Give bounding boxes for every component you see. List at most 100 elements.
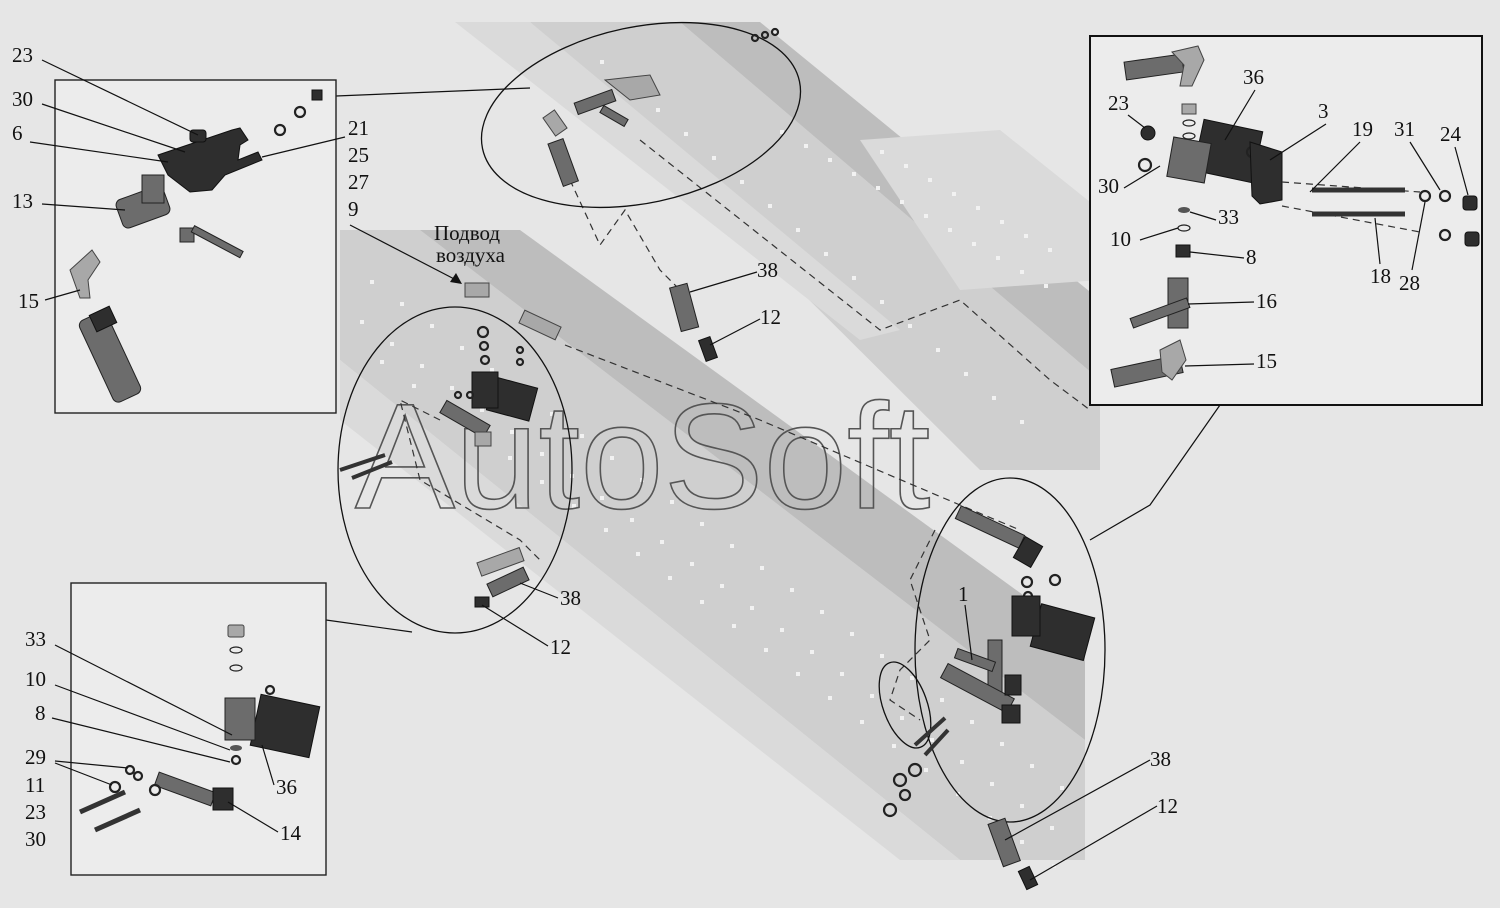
callout-12-top: 12 xyxy=(760,305,781,329)
tr-label-36: 36 xyxy=(1243,65,1264,89)
rail-hole xyxy=(764,648,768,652)
panel-link-top-left xyxy=(335,87,531,97)
parts-middle xyxy=(339,282,719,608)
tr-label-31: 31 xyxy=(1394,117,1415,141)
rail-hole xyxy=(908,324,912,328)
tl-label-6: 6 xyxy=(12,121,23,145)
rail-hole xyxy=(970,720,974,724)
rail-hole xyxy=(928,178,932,182)
bl-label-23: 23 xyxy=(25,800,46,824)
tr-label-30: 30 xyxy=(1098,174,1119,198)
tr-label-33: 33 xyxy=(1218,205,1239,229)
air-supply-arrowhead xyxy=(450,273,462,284)
air-supply-arrow xyxy=(349,224,461,283)
rail-hole xyxy=(972,242,976,246)
rail-hole xyxy=(660,540,664,544)
rail-hole xyxy=(700,522,704,526)
rail-hole xyxy=(540,480,544,484)
tl-label-30: 30 xyxy=(12,87,33,111)
rail-hole xyxy=(600,496,604,500)
rail-hole xyxy=(380,360,384,364)
rail-hole xyxy=(572,504,576,508)
tl-label-27: 27 xyxy=(348,170,369,194)
tl-label-13: 13 xyxy=(12,189,33,213)
bl-label-36: 36 xyxy=(276,775,297,799)
main-callouts: 38 12 38 12 1 38 12 xyxy=(481,258,1178,881)
rail-hole xyxy=(964,372,968,376)
tl-label-21: 21 xyxy=(348,116,369,140)
rail-hole xyxy=(796,672,800,676)
rail-hole xyxy=(992,396,996,400)
rail-hole xyxy=(1000,220,1004,224)
tr-label-3: 3 xyxy=(1318,99,1329,123)
tr-label-18: 18 xyxy=(1370,264,1391,288)
rail-hole xyxy=(480,408,484,412)
panel-bottom-left: 33 10 8 29 11 23 30 36 14 xyxy=(25,582,327,876)
tl-label-25: 25 xyxy=(348,143,369,167)
detail-ellipse-right xyxy=(914,477,1106,823)
rail-hole xyxy=(1020,270,1024,274)
rail-hole xyxy=(600,60,604,64)
rail-hole xyxy=(1020,840,1024,844)
rail-hole xyxy=(610,456,614,460)
tl-label-23: 23 xyxy=(12,43,33,67)
parts-top-ellipse xyxy=(542,27,780,187)
rail-hole xyxy=(780,628,784,632)
rail-hole xyxy=(636,552,640,556)
rail-hole xyxy=(952,192,956,196)
bl-label-29: 29 xyxy=(25,745,46,769)
callout-12-left: 12 xyxy=(550,635,571,659)
callout-12-right: 12 xyxy=(1157,794,1178,818)
rail-hole xyxy=(390,342,394,346)
tr-label-23: 23 xyxy=(1108,91,1129,115)
panel-link-top-right xyxy=(1089,404,1221,541)
rail-hole xyxy=(790,588,794,592)
rail-hole xyxy=(768,204,772,208)
rail-hole xyxy=(1030,764,1034,768)
rail-hole xyxy=(760,566,764,570)
callout-38-right: 38 xyxy=(1150,747,1171,771)
rail-hole xyxy=(924,214,928,218)
panel-link-bottom-left xyxy=(325,619,413,633)
rail-hole xyxy=(712,156,716,160)
parts-right-ellipse xyxy=(882,505,1096,891)
rail-hole xyxy=(700,600,704,604)
rail-hole xyxy=(996,256,1000,260)
rail-hole xyxy=(400,302,404,306)
rail-hole xyxy=(630,518,634,522)
air-supply-label-line1: Подвод xyxy=(434,221,500,245)
rail-hole xyxy=(732,624,736,628)
rail-hole xyxy=(1050,826,1054,830)
rail-hole xyxy=(750,606,754,610)
rail-hole xyxy=(904,164,908,168)
panel-top-right: 36 3 19 31 24 23 30 33 10 8 18 28 16 15 xyxy=(1089,35,1483,406)
rail-hole xyxy=(990,782,994,786)
tr-label-28: 28 xyxy=(1399,271,1420,295)
rail-hole xyxy=(684,132,688,136)
rail-hole xyxy=(940,698,944,702)
rail-hole xyxy=(960,760,964,764)
rail-hole xyxy=(880,300,884,304)
rail-hole xyxy=(850,632,854,636)
rail-hole xyxy=(876,186,880,190)
rail-hole xyxy=(852,276,856,280)
rail-hole xyxy=(948,228,952,232)
rail-hole xyxy=(1020,804,1024,808)
rail-hole xyxy=(924,768,928,772)
rail-hole xyxy=(780,130,784,134)
rail-hole xyxy=(550,412,554,416)
rail-hole xyxy=(880,654,884,658)
rail-hole xyxy=(740,180,744,184)
detail-ellipse-left xyxy=(337,306,573,634)
rail-hole xyxy=(936,348,940,352)
rail-hole xyxy=(508,456,512,460)
frame-rails xyxy=(340,22,1100,860)
tl-label-9: 9 xyxy=(348,197,359,221)
rail-hole xyxy=(668,576,672,580)
watermark: AutoSoft xyxy=(355,372,930,540)
tr-label-8: 8 xyxy=(1246,245,1257,269)
rail-hole xyxy=(892,744,896,748)
rail-hole xyxy=(510,430,514,434)
